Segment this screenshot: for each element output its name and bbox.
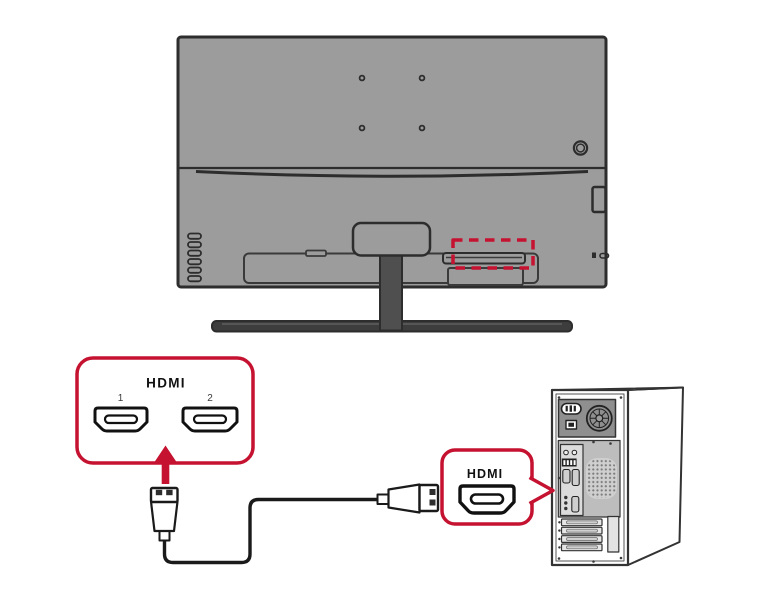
connector-head <box>418 483 440 513</box>
audio-jack <box>564 501 568 505</box>
connector-pin <box>166 489 173 496</box>
tower-side-panel <box>627 386 684 566</box>
slot-blank-panel <box>607 515 620 553</box>
pc-tower <box>550 386 684 567</box>
audio-jack <box>564 495 568 500</box>
connector-pin <box>155 489 163 496</box>
monitor-hdmi-callout: HDMI 1 2 <box>75 356 255 484</box>
connector-head <box>149 486 179 504</box>
up-arrow-icon <box>154 445 177 484</box>
ps2-port <box>563 449 569 456</box>
bottom-recess-tab <box>305 249 327 257</box>
serial-port <box>571 495 580 513</box>
psu-fan <box>585 404 613 432</box>
kensington-lock-slot <box>592 252 610 259</box>
port-recess-bar <box>442 252 526 265</box>
vga-port <box>562 468 571 484</box>
connector-neck <box>376 493 390 505</box>
hdmi-logo-text: HDMI <box>146 376 186 391</box>
rating-label-recess <box>447 267 524 286</box>
vesa-hole <box>418 74 426 82</box>
port-2-label: 2 <box>207 393 213 404</box>
chassis-screws <box>557 396 623 563</box>
vesa-hole <box>358 124 366 132</box>
audio-jack <box>564 506 568 511</box>
expansion-slots <box>558 515 620 553</box>
callout-bubble-tail <box>528 475 555 506</box>
monitor-rear <box>176 35 610 333</box>
hdmi-cable <box>149 483 440 565</box>
usb-ports <box>561 458 577 467</box>
vesa-mount-holes <box>358 74 426 132</box>
ps2-port <box>571 449 578 456</box>
connector-pin <box>429 499 436 506</box>
hdmi-logo-text: HDMI <box>467 467 503 481</box>
hdmi-area-highlight-dashed <box>451 238 535 270</box>
connector-pin <box>429 489 436 495</box>
vent-slots <box>187 232 202 283</box>
hdmi-port-icon <box>93 406 149 433</box>
port-1-label: 1 <box>118 393 124 404</box>
vesa-hole <box>418 124 426 132</box>
power-button <box>572 140 589 156</box>
connector-boot <box>387 483 421 514</box>
parallel-port <box>571 468 580 487</box>
stand-neck <box>379 249 403 332</box>
tower-rear-inner-frame <box>555 393 625 562</box>
connector-boot <box>149 500 179 533</box>
vesa-hole <box>358 74 366 82</box>
tower-vent-pattern <box>587 459 616 498</box>
hdmi-port-icon <box>181 406 239 433</box>
hdmi-connector-to-pc <box>376 483 440 514</box>
hdmi-connector-to-monitor <box>149 486 179 542</box>
power-switch <box>565 419 578 430</box>
ac-power-inlet <box>560 402 582 415</box>
pc-hdmi-callout: HDMI <box>440 448 555 526</box>
monitor-seam-curve <box>195 170 589 178</box>
io-port-panel <box>559 443 584 517</box>
side-connector-cover <box>591 185 607 214</box>
hdmi-port-icon <box>458 484 516 515</box>
stand-mount-plate <box>351 221 432 257</box>
power-supply-unit <box>557 398 617 438</box>
cable-line <box>162 497 380 565</box>
